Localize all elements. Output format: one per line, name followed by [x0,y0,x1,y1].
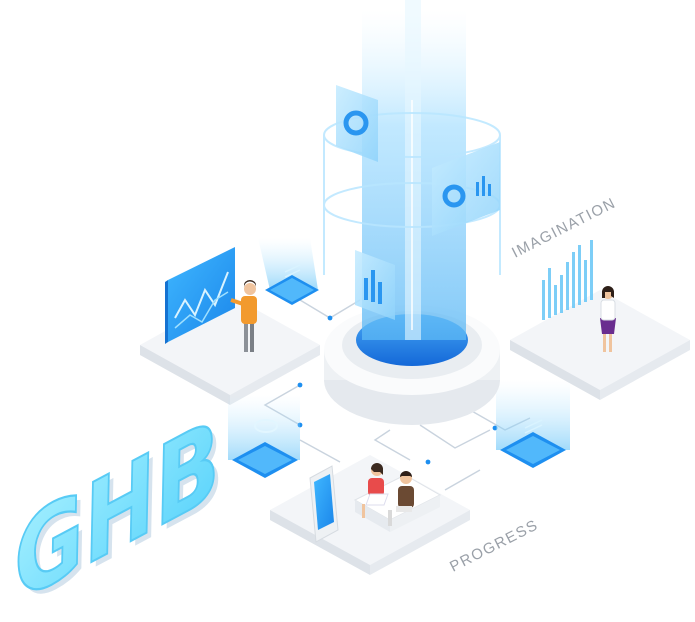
chip-middle-left [228,395,300,478]
ghb-logo: GHB GHB [6,397,233,622]
sofa [353,474,442,532]
hologram-cylinder [323,112,501,275]
person-sitting-man [388,471,414,526]
person-presenter [230,280,257,352]
progress-label: PROGRESS [447,516,541,575]
hologram-panel-bars [355,250,395,320]
imagination-label: IMAGINATION [509,194,619,261]
chip-right [496,380,570,468]
circuit-lines [263,299,531,491]
hologram-panel-donut [336,85,378,162]
kiosk-device [309,465,339,543]
chart-monitor [165,247,235,344]
logo-text: GHB [7,398,229,622]
chip-top-left [258,238,319,305]
person-sitting-woman [362,463,389,518]
equalizer-bars [542,240,593,320]
person-woman [600,286,616,352]
hologram-panel-donut-bars [432,142,500,236]
